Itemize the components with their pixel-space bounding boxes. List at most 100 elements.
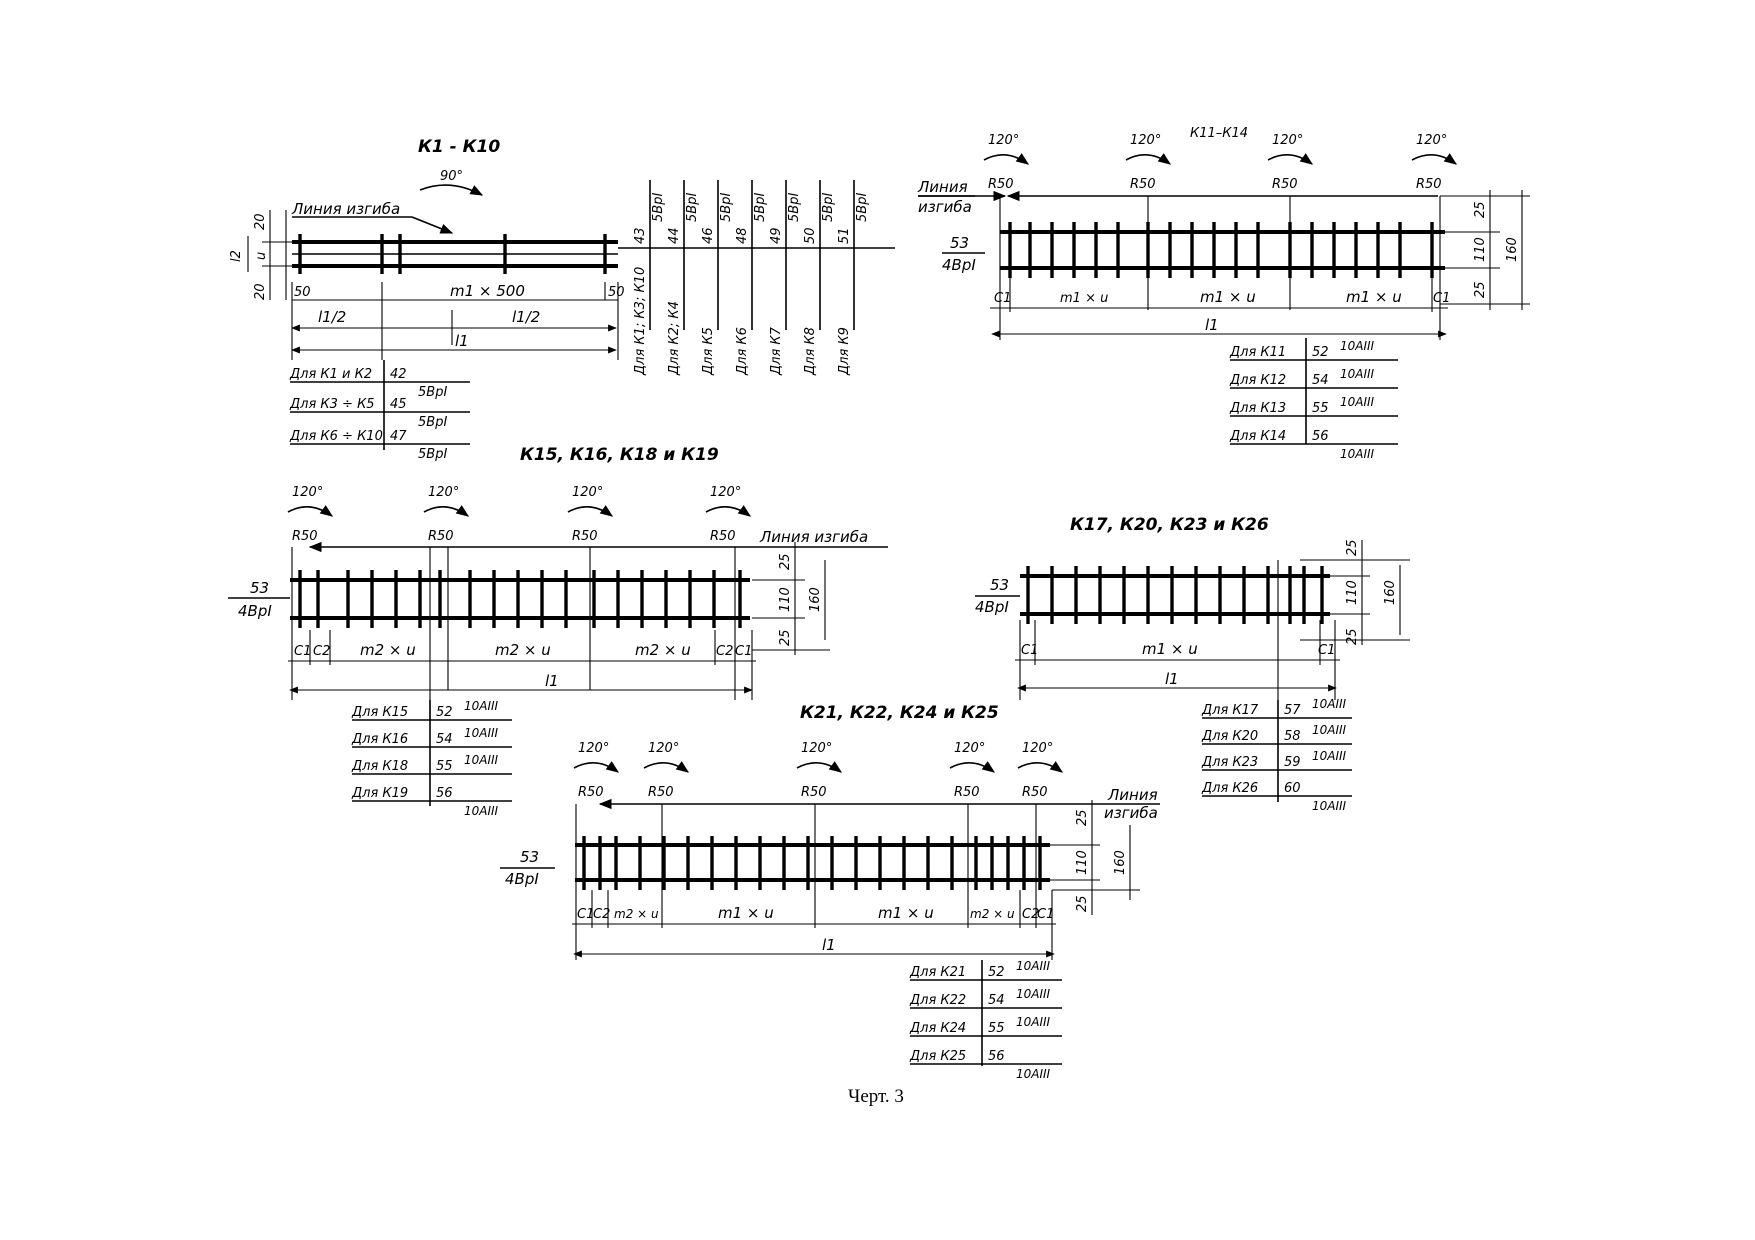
spec-sub: 10АIII xyxy=(1312,799,1347,813)
spec-num: 52 xyxy=(1312,345,1329,360)
diagram-k17-k26: К17, К20, К23 и К26 53 4ВрI C1 C1 m1 × u… xyxy=(975,515,1410,813)
bend-line-label: Линия xyxy=(1107,786,1158,804)
dim-half-right: l1/2 xyxy=(512,308,540,326)
spec-label: Для К22 xyxy=(909,993,966,1008)
bend-angle-label: 120° xyxy=(578,741,609,756)
bend-radius-label: R50 xyxy=(988,177,1014,192)
spec-num: 52 xyxy=(436,705,453,720)
spec-label: Для К16 xyxy=(351,732,408,747)
dim-c1: C1 xyxy=(1433,291,1450,306)
dim-25: 25 xyxy=(1473,201,1488,218)
diagram-title: К11–К14 xyxy=(1190,126,1248,141)
dim-25: 25 xyxy=(1075,809,1090,826)
bend-arrow xyxy=(419,184,484,196)
spec-label: Для К12 xyxy=(1229,373,1286,388)
bend-arrow xyxy=(423,505,470,517)
bar-type: 4ВрI xyxy=(505,870,539,888)
bend-radius-label: R50 xyxy=(954,785,980,800)
dim-spacing: m1 × u xyxy=(878,904,934,922)
vspec-label: Для К8 xyxy=(803,327,818,376)
dim-spacing: m2 × u xyxy=(970,907,1015,921)
vspec-sub: 5ВрI xyxy=(685,193,700,222)
dim-20-top: 20 xyxy=(253,213,268,230)
dim-c1: C1 xyxy=(1021,643,1038,658)
dim-l2: l2 xyxy=(229,250,244,262)
dim-spacing: m1 × u xyxy=(1142,640,1198,658)
spec-num: 57 xyxy=(1284,703,1301,718)
dim-l1: l1 xyxy=(545,672,559,690)
spec-sub: 5ВрI xyxy=(418,447,447,462)
vspec-label: Для К7 xyxy=(769,326,784,376)
spec-sub: 5ВрI xyxy=(418,385,447,400)
spec-num: 55 xyxy=(436,759,453,774)
bend-angle-label: 90° xyxy=(440,169,463,184)
spec-num: 47 xyxy=(390,429,407,444)
transverse-bars xyxy=(1026,566,1324,624)
bend-radius-label: R50 xyxy=(572,529,598,544)
spec-num: 56 xyxy=(1312,429,1329,444)
dim-25: 25 xyxy=(778,553,793,570)
diagram-title: К15, К16, К18 и К19 xyxy=(520,445,719,465)
dim-spacing: m2 × u xyxy=(360,641,416,659)
dim-c1: C1 xyxy=(994,291,1011,306)
spec-label: Для К19 xyxy=(351,786,408,801)
dim-l1: l1 xyxy=(1205,316,1219,334)
bend-line-label: изгиба xyxy=(1104,804,1158,822)
vspec-num: 46 xyxy=(701,227,716,244)
bar-number: 53 xyxy=(950,234,969,252)
spec-num: 54 xyxy=(436,732,453,747)
vspec-num: 43 xyxy=(633,227,648,244)
dim-half-left: l1/2 xyxy=(318,308,346,326)
bend-radius-label: R50 xyxy=(1130,177,1156,192)
dim-spacing: m1 × u xyxy=(1346,288,1402,306)
spec-sub: 10АIII xyxy=(1016,987,1051,1001)
bar-number: 53 xyxy=(520,848,539,866)
dim-110: 110 xyxy=(1345,580,1360,605)
bend-angle-label: 120° xyxy=(1130,133,1161,148)
bar-type: 4ВрI xyxy=(238,602,272,620)
spec-sub: 10АIII xyxy=(1016,1015,1051,1029)
bend-radius-label: R50 xyxy=(292,529,318,544)
vspec-num: 48 xyxy=(735,227,750,244)
dim-25: 25 xyxy=(1075,895,1090,912)
dim-25: 25 xyxy=(1345,539,1360,556)
vspec-label: Для К5 xyxy=(701,327,716,376)
spec-sub: 10АIII xyxy=(1016,959,1051,973)
bend-arrow xyxy=(983,153,1030,165)
spec-label: Для К24 xyxy=(909,1021,966,1036)
spec-label: Для К14 xyxy=(1229,429,1286,444)
vspec-label: Для К6 xyxy=(735,327,750,376)
transverse-bars xyxy=(582,836,1042,890)
spec-num: 56 xyxy=(436,786,453,801)
bend-angle-label: 120° xyxy=(954,741,985,756)
dim-c1: C1 xyxy=(1037,907,1054,922)
vspec-sub: 5ВрI xyxy=(719,193,734,222)
bend-radius-label: R50 xyxy=(710,529,736,544)
spec-num: 54 xyxy=(1312,373,1329,388)
dim-c1: C1 xyxy=(577,907,594,922)
spec-num: 52 xyxy=(988,965,1005,980)
bend-arrow xyxy=(949,761,996,773)
bend-arrow xyxy=(287,505,334,517)
spec-label: Для К18 xyxy=(351,759,408,774)
spec-label: Для К3 ÷ К5 xyxy=(289,397,375,412)
dim-spacing: m1 × u xyxy=(1200,288,1256,306)
spec-label: Для К13 xyxy=(1229,401,1286,416)
bend-angle-label: 120° xyxy=(1416,133,1447,148)
bend-angle-label: 120° xyxy=(710,485,741,500)
bar-type: 4ВрI xyxy=(942,256,976,274)
spec-sub: 5ВрI xyxy=(418,415,447,430)
vspec-sub: 5ВрI xyxy=(821,193,836,222)
vspec-sub: 5ВрI xyxy=(787,193,802,222)
dim-spacing: m1 × 500 xyxy=(450,282,525,300)
spec-label: Для К1 и К2 xyxy=(289,367,372,382)
spec-label: Для К20 xyxy=(1201,729,1258,744)
bar-type: 4ВрI xyxy=(975,598,1009,616)
spec-sub: 10АIII xyxy=(1340,395,1375,409)
dim-l1: l1 xyxy=(455,332,469,350)
dim-160: 160 xyxy=(1505,237,1520,262)
spec-sub: 10АIII xyxy=(1340,339,1375,353)
dim-c2: C2 xyxy=(716,644,733,659)
